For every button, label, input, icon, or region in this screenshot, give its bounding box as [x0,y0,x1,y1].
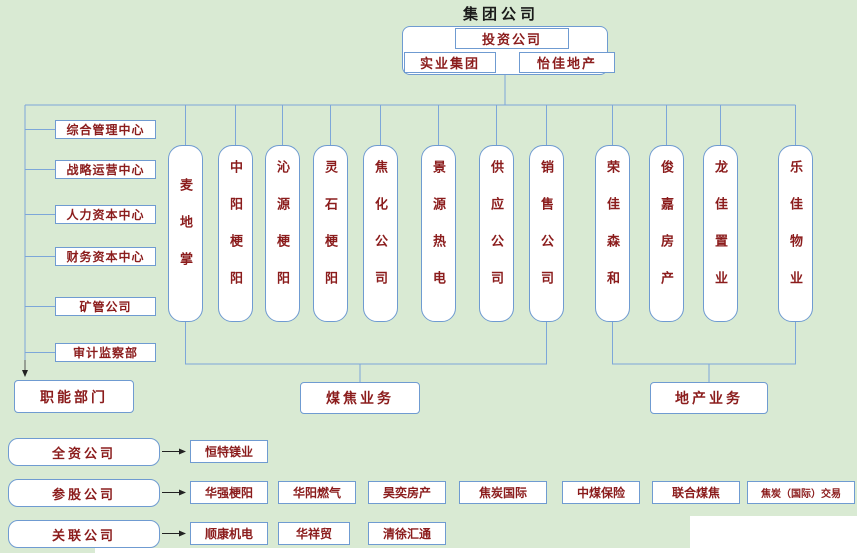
subsidiary-box: 麦地掌 [168,145,203,322]
subsidiary-box: 中阳梗阳 [218,145,253,322]
subsidiary-box: 乐佳物业 [778,145,813,322]
subsidiary-box: 焦化公司 [363,145,398,322]
dept-box: 审计监察部 [55,343,156,362]
subsidiary-box: 龙佳置业 [703,145,738,322]
dept-box: 矿管公司 [55,297,156,316]
category-box-equity: 参股公司 [8,479,160,507]
company-box: 华阳燃气 [278,481,356,504]
yijia-estate-box: 怡佳地产 [519,52,615,73]
company-box: 焦炭国际 [459,481,547,504]
subsidiary-box: 供应公司 [479,145,514,322]
estate-business-summary-box: 地产业务 [650,382,768,414]
dept-box: 财务资本中心 [55,247,156,266]
investment-company-box: 投资公司 [455,28,569,49]
subsidiary-box: 灵石梗阳 [313,145,348,322]
subsidiary-box: 荣佳森和 [595,145,630,322]
category-box-wholly-owned: 全资公司 [8,438,160,466]
category-box-affiliated: 关联公司 [8,520,160,548]
company-box: 华强梗阳 [190,481,268,504]
background-patch [690,516,857,553]
background-patch [95,548,857,553]
subsidiary-box: 景源热电 [421,145,456,322]
chart-title: 集团公司 [463,6,540,23]
industry-group-box: 实业集团 [404,52,496,73]
subsidiary-box: 销售公司 [529,145,564,322]
coal-business-summary-box: 煤焦业务 [300,382,420,414]
dept-box: 人力资本中心 [55,205,156,224]
company-box: 华祥贸 [278,522,350,545]
company-box: 顺康机电 [190,522,268,545]
company-box: 中煤保险 [562,481,640,504]
company-box: 昊奕房产 [368,481,446,504]
company-box: 清徐汇通 [368,522,446,545]
dept-box: 战略运营中心 [55,160,156,179]
company-box: 焦炭（国际）交易 [747,481,855,504]
subsidiary-box: 俊嘉房产 [649,145,684,322]
company-box: 恒特镁业 [190,440,268,463]
company-box: 联合煤焦 [652,481,740,504]
dept-box: 综合管理中心 [55,120,156,139]
subsidiary-box: 沁源梗阳 [265,145,300,322]
functional-depts-summary-box: 职能部门 [14,380,134,413]
